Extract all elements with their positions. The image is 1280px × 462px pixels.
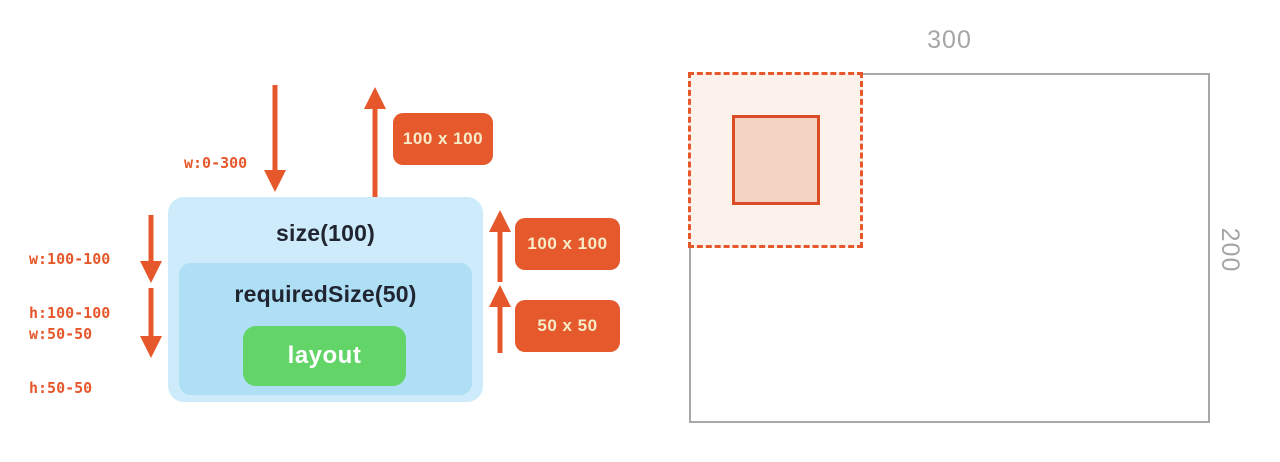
constraint-line: w:100-100 — [29, 250, 111, 268]
constraints-down-arrow-icon — [138, 288, 164, 358]
constraint-line: h:100-100 — [29, 304, 111, 322]
size-badge-root: 100 x 100 — [393, 113, 493, 165]
parent-height-label: 200 — [1216, 227, 1244, 273]
size-up-arrow-icon — [362, 87, 388, 197]
constraint-line: w:0-300 — [184, 154, 248, 172]
constraint-line: w:50-50 — [29, 325, 93, 343]
size-up-arrow-icon — [487, 285, 513, 353]
size-badge-required-size-modifier: 50 x 50 — [515, 300, 620, 352]
layout-node-label: layout — [287, 342, 362, 369]
constraint-flow-diagram: w:0-300 h:0-200 100 x 100 size(100) requ… — [29, 85, 620, 433]
size-up-arrow-icon — [487, 210, 513, 282]
result-layout-diagram: 300 200 — [660, 0, 1280, 462]
incoming-constraints-required-size-label: w:50-50 h:50-50 — [29, 289, 92, 433]
constraints-down-arrow-icon — [138, 215, 164, 283]
layout-node-box: layout — [243, 326, 406, 386]
incoming-constraints-size-label: w:100-100 h:100-100 — [29, 214, 110, 358]
parent-width-label: 300 — [927, 26, 972, 54]
size-badge-size-modifier: 100 x 100 — [515, 218, 620, 270]
required-size-modifier-label: requiredSize(50) — [234, 281, 417, 307]
content-square — [732, 115, 820, 205]
constraints-down-arrow-icon — [262, 85, 288, 192]
size-modifier-label: size(100) — [276, 220, 375, 246]
constraint-line: h:50-50 — [29, 379, 93, 397]
